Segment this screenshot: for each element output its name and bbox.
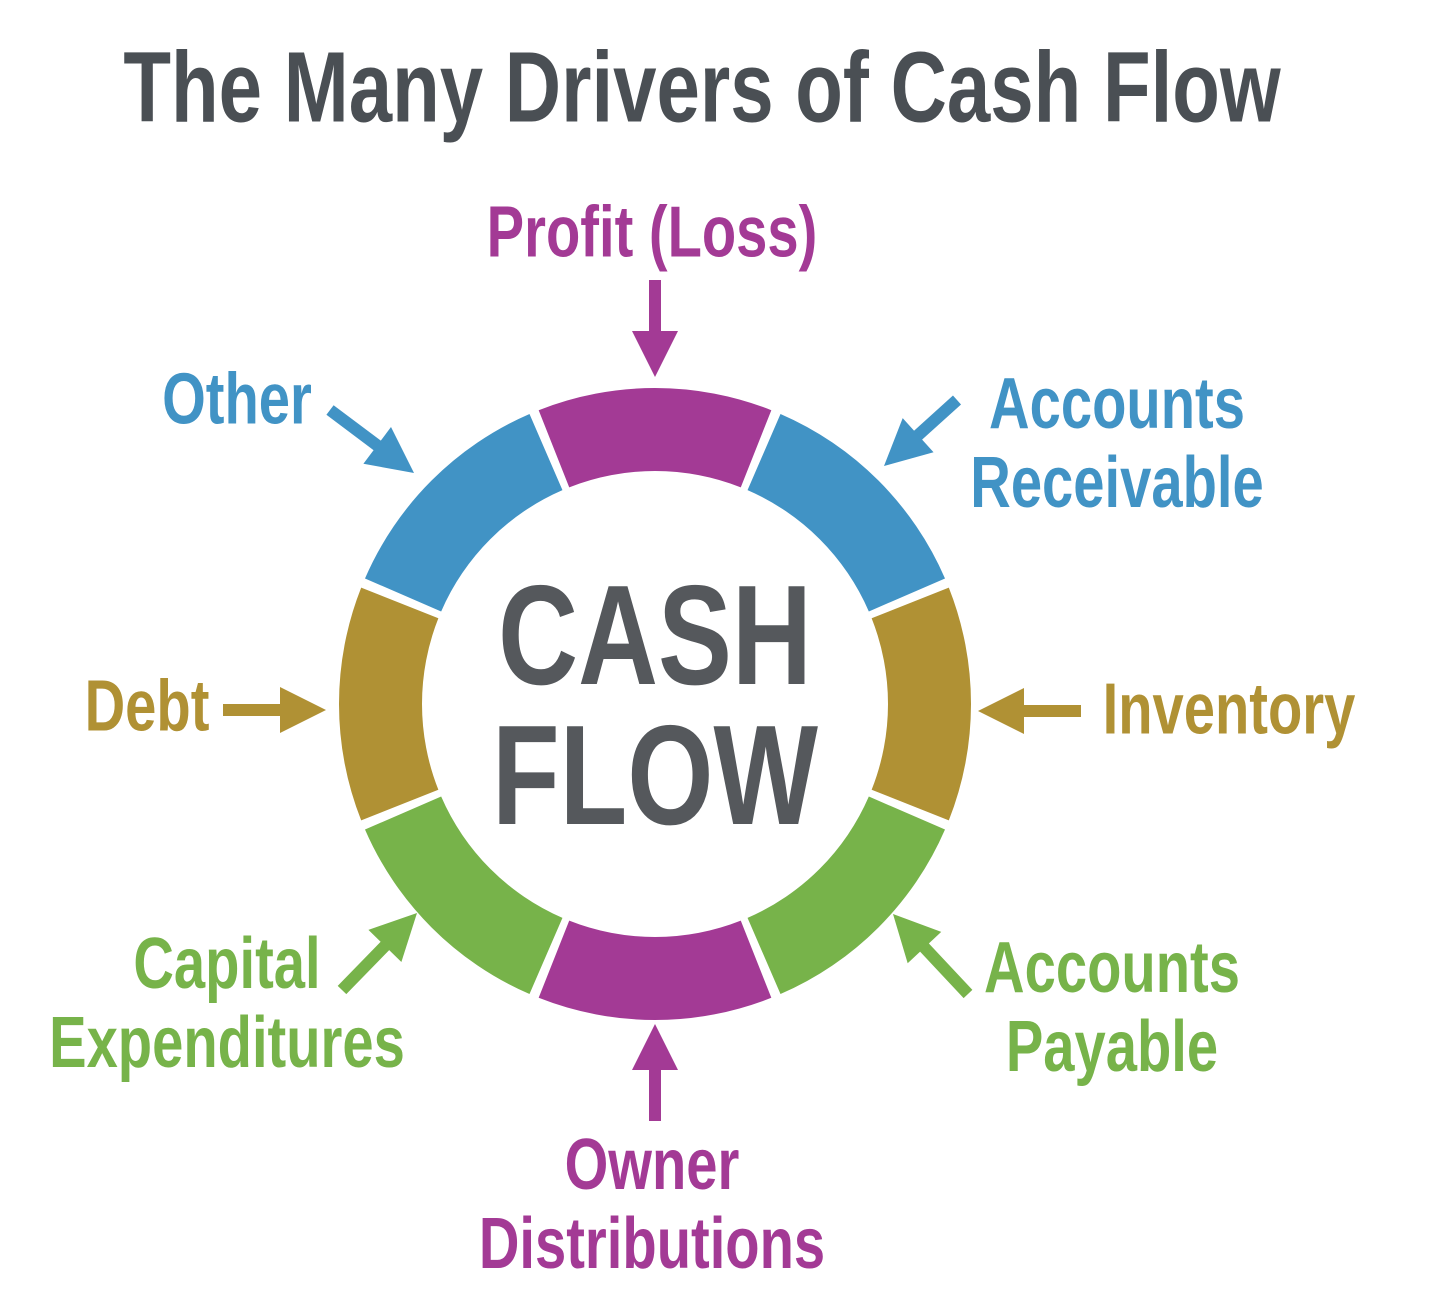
page-title: The Many Drivers of Cash Flow <box>123 31 1281 144</box>
center-label-line1: CASH <box>498 556 812 715</box>
arrow-accounts-receivable-icon <box>884 395 962 466</box>
arrow-inventory-icon <box>978 688 1081 734</box>
label-owner-distributions: Owner Distributions <box>478 1125 826 1284</box>
arrow-owner-distributions-icon <box>632 1024 678 1121</box>
arrow-debt-icon <box>223 687 326 733</box>
label-capital-expenditures: Capital Expenditures <box>49 924 405 1083</box>
arrow-accounts-payable-icon <box>893 914 973 999</box>
center-label: CASH FLOW <box>491 556 819 855</box>
label-accounts-receivable: Accounts Receivable <box>970 364 1264 523</box>
arrow-capital-expenditures-icon <box>337 913 417 995</box>
arrow-other-icon <box>326 405 414 473</box>
label-accounts-payable: Accounts Payable <box>984 928 1240 1087</box>
ring-segment-profit-loss <box>538 388 772 488</box>
label-debt: Debt <box>84 666 210 747</box>
ring-segment-capital-expenditures <box>364 796 563 995</box>
label-other: Other <box>162 359 312 440</box>
arrow-profit-loss-icon <box>632 280 678 377</box>
ring-segment-accounts-receivable <box>747 413 946 612</box>
label-profit-loss: Profit (Loss) <box>486 192 818 273</box>
center-label-line2: FLOW <box>491 696 819 855</box>
ring-segment-owner-distributions <box>538 920 772 1021</box>
ring-segment-debt <box>339 587 439 821</box>
ring-segment-other <box>364 413 563 612</box>
label-inventory: Inventory <box>1102 669 1356 750</box>
ring-segment-inventory <box>871 587 972 821</box>
ring-segment-accounts-payable <box>747 796 946 995</box>
